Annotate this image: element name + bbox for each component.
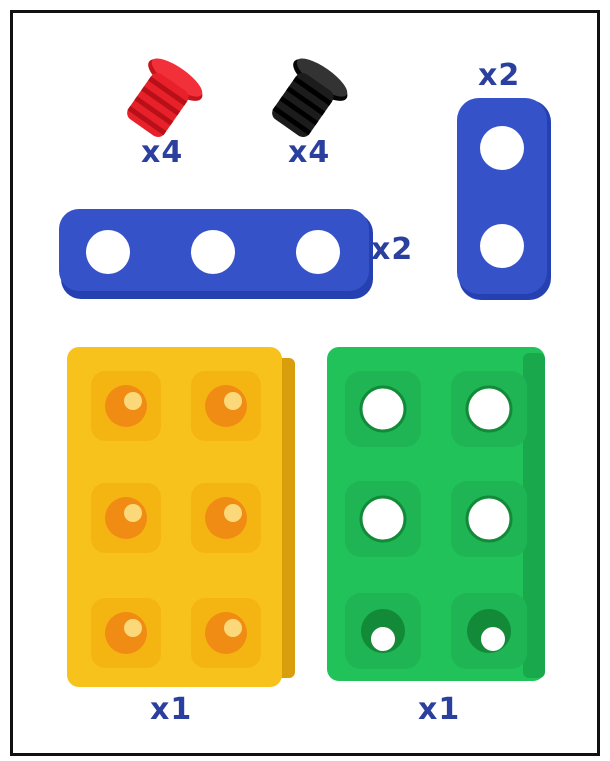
three-hole-bar-icon bbox=[59, 209, 373, 299]
vertical-bar-quantity: x2 bbox=[478, 58, 521, 93]
yellow-block-quantity: x1 bbox=[150, 692, 193, 727]
two-hole-bar-icon bbox=[457, 98, 551, 300]
horizontal-bar-quantity: x2 bbox=[371, 232, 414, 267]
black-screw-icon bbox=[272, 58, 348, 138]
parts-diagram-frame: x4 x4 x2 x2 bbox=[10, 10, 600, 756]
red-screw-quantity: x4 bbox=[141, 135, 184, 170]
black-screw-quantity: x4 bbox=[288, 135, 331, 170]
yellow-six-hole-block-icon bbox=[67, 347, 295, 687]
red-screw-icon bbox=[127, 58, 203, 138]
green-six-hole-block-icon bbox=[327, 347, 545, 681]
green-block-quantity: x1 bbox=[418, 692, 461, 727]
